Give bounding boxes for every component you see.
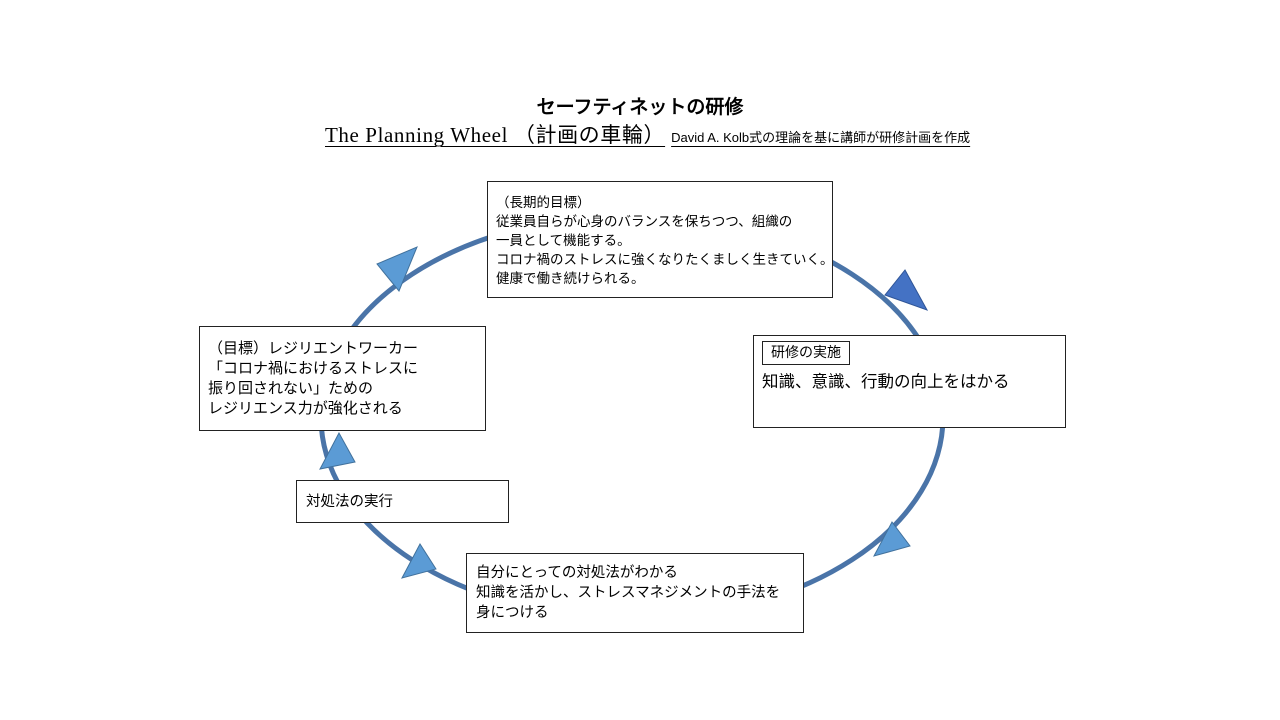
subtitle-note: David A. Kolb式の理論を基に講師が研修計画を作成 xyxy=(671,130,971,145)
understand-line: 自分にとっての対処法がわかる xyxy=(476,565,678,581)
long-term-goal-line: 一員として機能する。 xyxy=(496,233,631,249)
cycle-arrow-top-right xyxy=(884,269,929,311)
subtitle: The Planning Wheel （計画の車輪） David A. Kolb式… xyxy=(325,119,970,149)
training-tag: 研修の実施 xyxy=(762,341,850,365)
goal-box: （目標）レジリエントワーカー 「コロナ禍におけるストレスに 振り回されない」ため… xyxy=(199,326,486,431)
long-term-goal-line: （長期的目標） xyxy=(496,195,591,211)
goal-line: レジリエンス力が強化される xyxy=(208,399,403,417)
long-term-goal-line: コロナ禍のストレスに強くなりたくましく生きていく。 xyxy=(496,252,834,268)
long-term-goal-box: （長期的目標） 従業員自らが心身のバランスを保ちつつ、組織の 一員として機能する… xyxy=(487,181,834,298)
training-box: 研修の実施 知識、意識、行動の向上をはかる xyxy=(753,335,1066,428)
goal-line: 振り回されない」ための xyxy=(208,379,374,397)
understand-line: 身につける xyxy=(476,605,549,621)
goal-line: 「コロナ禍におけるストレスに xyxy=(208,359,419,377)
long-term-goal-line: 健康で働き続けられる。 xyxy=(496,271,645,287)
cycle-arrow-top-left xyxy=(376,246,418,292)
subtitle-main: The Planning Wheel （計画の車輪） xyxy=(325,123,666,147)
cycle-arrow-bottom-left xyxy=(401,543,437,579)
cycle-arrow-bottom-right xyxy=(873,521,911,557)
long-term-goal-line: 従業員自らが心身のバランスを保ちつつ、組織の xyxy=(496,214,793,230)
execute-box: 対処法の実行 xyxy=(296,480,509,523)
understand-line: 知識を活かし、ストレスマネジメントの手法を xyxy=(476,585,781,601)
training-description: 知識、意識、行動の向上をはかる xyxy=(762,372,1010,391)
cycle-arrow-left xyxy=(319,431,356,470)
goal-line: （目標）レジリエントワーカー xyxy=(208,339,419,357)
page-title: セーフティネットの研修 xyxy=(536,96,744,118)
execute-label: 対処法の実行 xyxy=(306,494,393,510)
understand-box: 自分にとっての対処法がわかる 知識を活かし、ストレスマネジメントの手法を 身につ… xyxy=(466,553,804,633)
